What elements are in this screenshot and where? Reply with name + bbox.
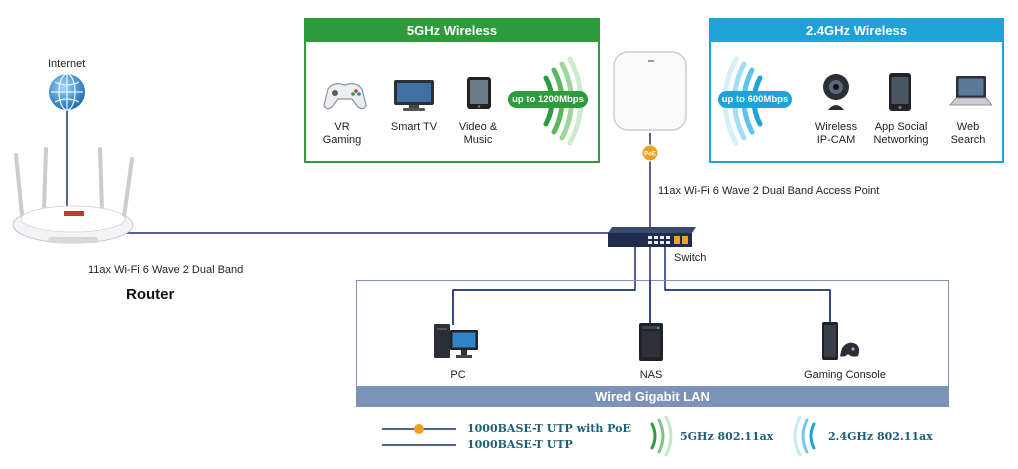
device-label-nas: NAS (639, 369, 663, 381)
smartphone-icon (889, 73, 911, 111)
legend-24ghz: 2.4GHz 802.11ax (828, 430, 933, 443)
device-label-video-music: Video & Music (458, 121, 498, 146)
legend-line-symbols (382, 424, 456, 446)
device-label-vr-gaming: VR Gaming (322, 121, 362, 146)
legend-poe-utp: 1000BASE-T UTP with PoE (467, 422, 631, 435)
router-title: Router (126, 286, 175, 303)
switch-label: Switch (674, 252, 707, 264)
panel-5ghz-title: 5GHz Wireless (306, 20, 598, 42)
device-label-pc: PC (450, 369, 466, 381)
gamepad-icon (323, 83, 367, 110)
wired-lan-title: Wired Gigabit LAN (356, 386, 949, 407)
internet-label: Internet (48, 58, 86, 70)
panel-24ghz-wireless: 2.4GHz Wireless (709, 18, 1004, 163)
speed-badge-24ghz: up to 600Mbps (718, 91, 792, 108)
globe-icon (49, 73, 85, 111)
device-label-ip-cam: Wireless IP-CAM (814, 121, 858, 146)
device-label-web-search: Web Search (950, 121, 986, 146)
nas-icon (639, 323, 663, 361)
tv-icon (394, 80, 434, 111)
console-icon (822, 322, 860, 360)
switch-icon (608, 227, 696, 247)
legend-utp: 1000BASE-T UTP (467, 438, 573, 451)
legend-5ghz-wave-icon (650, 416, 673, 456)
panel-24ghz-title: 2.4GHz Wireless (711, 20, 1002, 42)
speed-badge-5ghz: up to 1200Mbps (508, 91, 588, 108)
laptop-icon (948, 76, 992, 106)
legend-5ghz: 5GHz 802.11ax (680, 430, 774, 443)
svg-text:PoE: PoE (644, 152, 656, 158)
panel-5ghz-wireless: 5GHz Wireless (304, 18, 600, 163)
device-label-gaming-console: Gaming Console (804, 369, 886, 381)
router-icon (12, 147, 134, 244)
access-point-label: 11ax Wi-Fi 6 Wave 2 Dual Band Access Poi… (658, 185, 880, 197)
pc-icon (434, 324, 478, 358)
access-point-icon (613, 51, 687, 131)
poe-badge-icon: PoE (641, 144, 659, 162)
legend-24ghz-wave-icon (793, 416, 816, 456)
webcam-icon (823, 74, 849, 110)
device-label-smart-tv: Smart TV (390, 121, 438, 133)
router-caption: 11ax Wi-Fi 6 Wave 2 Dual Band (88, 264, 244, 276)
tablet-icon (467, 77, 491, 109)
device-label-app-social: App Social Networking (873, 121, 929, 146)
